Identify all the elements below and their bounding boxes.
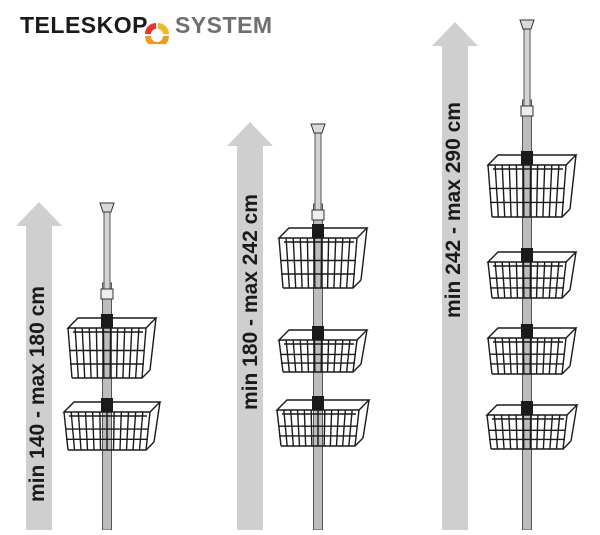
- pole-top-cap: [311, 124, 325, 133]
- basket-clamp: [521, 401, 533, 415]
- telescopic-pole-3: [487, 20, 577, 530]
- pole-top-cap: [520, 20, 534, 29]
- basket-clamp: [101, 314, 113, 328]
- height-range-label-1: min 140 - max 180 cm: [26, 286, 50, 502]
- basket-clamp: [312, 224, 324, 238]
- logo-ring-icon: [142, 20, 172, 44]
- pole-top-cap: [100, 203, 114, 212]
- height-range-label-3: min 242 - max 290 cm: [442, 102, 466, 318]
- basket-clamp: [101, 398, 113, 412]
- pole-collar: [312, 210, 324, 220]
- pole-collar: [101, 289, 113, 299]
- basket-clamp: [521, 151, 533, 165]
- basket-clamp: [312, 326, 324, 340]
- pole-upper-tube: [104, 211, 110, 291]
- basket-clamp: [521, 248, 533, 262]
- basket-clamp: [312, 396, 324, 410]
- telescopic-pole-2: [277, 124, 369, 530]
- height-range-label-2: min 180 - max 242 cm: [239, 194, 263, 410]
- pole-collar: [521, 106, 533, 116]
- logo-text-right: SYSTEM: [175, 11, 273, 39]
- pole-upper-tube: [524, 28, 530, 108]
- basket-clamp: [521, 324, 533, 338]
- logo-text-left: TELESKOP: [20, 11, 148, 39]
- pole-upper-tube: [315, 132, 321, 212]
- telescopic-pole-1: [64, 203, 160, 530]
